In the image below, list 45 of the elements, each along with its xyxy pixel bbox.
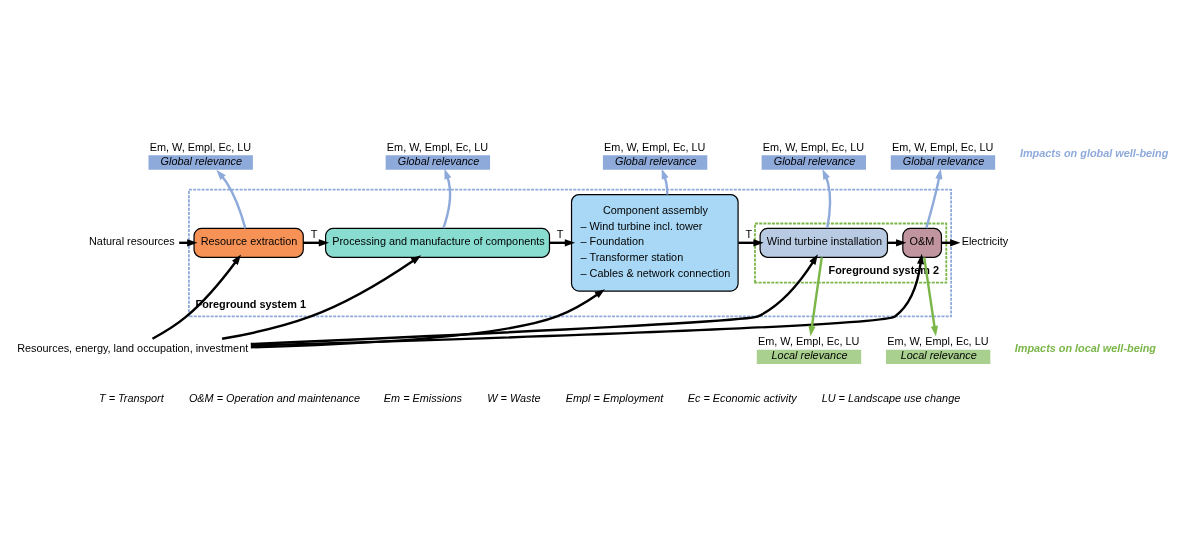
edge-label: T bbox=[745, 227, 753, 240]
node-label: Em, W, Empl, Ec, LU bbox=[149, 140, 252, 153]
node-box: Processing and manufacture of components bbox=[325, 227, 551, 258]
node-box: Global relevance bbox=[385, 155, 491, 170]
label: LU = Landscape use change bbox=[821, 391, 961, 404]
arrow bbox=[216, 169, 247, 229]
node-text: Resources, energy, land occupation, investment bbox=[17, 342, 249, 355]
node-box: Global relevance bbox=[890, 155, 996, 170]
node-text: Electricity bbox=[961, 235, 1009, 248]
node-box: Local relevance bbox=[885, 349, 991, 365]
label: Em = Emissions bbox=[383, 391, 462, 404]
label: Ec = Economic activity bbox=[687, 391, 797, 404]
arrow bbox=[250, 289, 605, 349]
edge-label: T bbox=[310, 227, 318, 240]
label: Empl = Employment bbox=[565, 391, 664, 404]
node-box: Global relevance bbox=[602, 155, 708, 170]
arrow bbox=[808, 257, 823, 337]
node-box: O&M bbox=[902, 227, 943, 258]
node-label: Em, W, Empl, Ec, LU bbox=[758, 335, 860, 348]
node-box: Wind turbine installation bbox=[759, 227, 889, 258]
node-box: Resource extraction bbox=[193, 227, 304, 258]
node-text: Natural resources bbox=[89, 235, 175, 248]
node-label: Em, W, Empl, Ec, LU bbox=[887, 335, 989, 348]
label: Impacts on global well-being bbox=[1019, 147, 1169, 160]
arrow bbox=[221, 255, 422, 340]
arrow bbox=[822, 169, 832, 229]
arrow bbox=[151, 254, 241, 340]
node-box: Global relevance bbox=[761, 155, 866, 170]
label: W = Waste bbox=[487, 391, 541, 404]
node-label: Em, W, Empl, Ec, LU bbox=[386, 140, 489, 153]
node-box: Local relevance bbox=[756, 349, 862, 365]
node-label: Em, W, Empl, Ec, LU bbox=[891, 140, 994, 153]
node-label: Em, W, Empl, Ec, LU bbox=[762, 140, 865, 153]
node-box: Component assembly – Wind turbine incl. tower – Foundation – Transformer station – Cables & network connection bbox=[570, 193, 739, 292]
arrow bbox=[250, 253, 925, 347]
node-label: Em, W, Empl, Ec, LU bbox=[604, 140, 706, 153]
label: T = Transport bbox=[98, 391, 164, 404]
arrow bbox=[925, 168, 943, 229]
arrow bbox=[923, 257, 938, 337]
label: Impacts on local well-being bbox=[1014, 341, 1156, 354]
arrow bbox=[442, 168, 452, 229]
arrow bbox=[250, 254, 818, 346]
label: O&M = Operation and maintenance bbox=[188, 391, 361, 404]
edge-label: T bbox=[556, 227, 564, 240]
node-box: Global relevance bbox=[148, 155, 253, 170]
